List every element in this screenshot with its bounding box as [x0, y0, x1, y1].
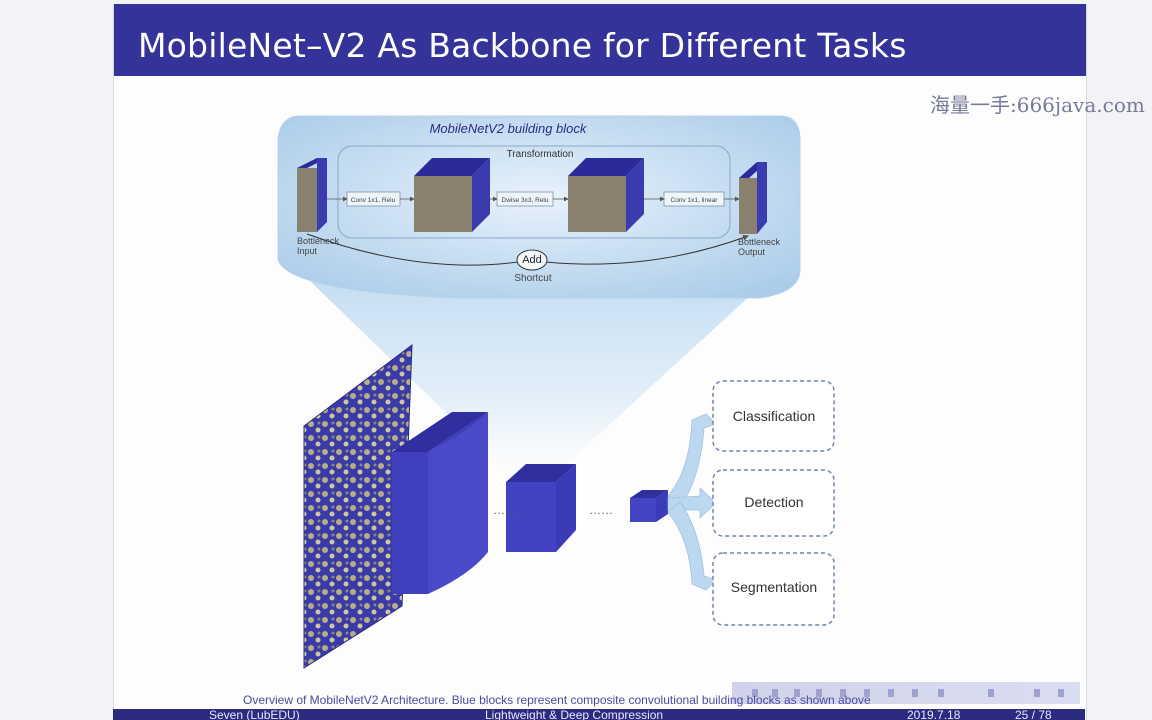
title-bar: MobileNet–V2 As Backbone for Different T…: [114, 4, 1086, 76]
footer-date: 2019.7.18: [907, 709, 961, 720]
nav-icon[interactable]: [988, 689, 994, 697]
nav-icon[interactable]: [794, 689, 800, 697]
output-label-1: Bottleneck: [738, 237, 781, 247]
shortcut-curve-left: [306, 233, 519, 266]
add-node: [516, 249, 548, 271]
task-box-segmentation: [712, 552, 835, 626]
footer-bar: Seven (LubEDU) Lightweight & Deep Compre…: [113, 709, 1085, 720]
footer-page-number: 25 / 78: [1015, 709, 1052, 720]
nav-icon[interactable]: [772, 689, 778, 697]
slide-title: MobileNet–V2 As Backbone for Different T…: [138, 26, 907, 65]
footer-author: Seven (LubEDU): [209, 709, 300, 720]
building-block-panel: [277, 115, 801, 299]
nav-icon[interactable]: [938, 689, 944, 697]
nav-icon[interactable]: [888, 689, 894, 697]
task-box-classification: [712, 380, 835, 452]
input-label-1: Bottleneck: [297, 236, 340, 246]
input-image: [303, 343, 413, 669]
ellipsis-1: ……: [493, 503, 517, 517]
feature-block-2: [506, 482, 556, 552]
ellipsis-2: ……: [589, 503, 613, 517]
shortcut-curve-right: [545, 234, 749, 265]
funnel-glow: [278, 250, 800, 470]
add-label: Add: [522, 254, 542, 266]
beamer-navigation[interactable]: [732, 682, 1080, 704]
feature-block-3: [630, 498, 656, 522]
output-label-2: Output: [738, 247, 766, 257]
expansion-block-1: [414, 176, 472, 232]
watermark-text: 海量一手:666java.com: [930, 93, 1145, 117]
nav-icon[interactable]: [1058, 689, 1064, 697]
task-classification: Classification: [733, 408, 815, 424]
arrow-to-classification: [667, 413, 717, 507]
arrow-to-segmentation: [667, 501, 717, 591]
nav-icon[interactable]: [864, 689, 870, 697]
building-block-title: MobileNetV2 building block: [430, 121, 588, 136]
conv1-label: Conv 1x1, Relu: [351, 197, 396, 204]
feature-block-1: [392, 452, 428, 594]
conv2-label: Conv 1x1, linear: [671, 197, 719, 204]
transformation-label: Transformation: [507, 149, 574, 160]
task-box-detection: [712, 469, 835, 537]
input-label-2: Input: [297, 246, 318, 256]
nav-icon[interactable]: [840, 689, 846, 697]
transformation-frame: [337, 145, 731, 239]
nav-icon[interactable]: [752, 689, 758, 697]
figure-caption: Overview of MobileNetV2 Architecture. Bl…: [243, 693, 871, 707]
task-detection: Detection: [744, 494, 803, 510]
nav-icon[interactable]: [816, 689, 822, 697]
nav-icon[interactable]: [912, 689, 918, 697]
task-segmentation: Segmentation: [731, 579, 817, 595]
nav-icon[interactable]: [1034, 689, 1040, 697]
shortcut-label: Shortcut: [514, 273, 551, 284]
footer-talk-title: Lightweight & Deep Compression: [485, 709, 664, 720]
bottleneck-input-block: [297, 168, 317, 232]
expansion-block-2: [568, 176, 626, 232]
bottleneck-output-block: [739, 178, 757, 234]
dwise-label: Dwise 3x3, Relu: [502, 197, 549, 204]
